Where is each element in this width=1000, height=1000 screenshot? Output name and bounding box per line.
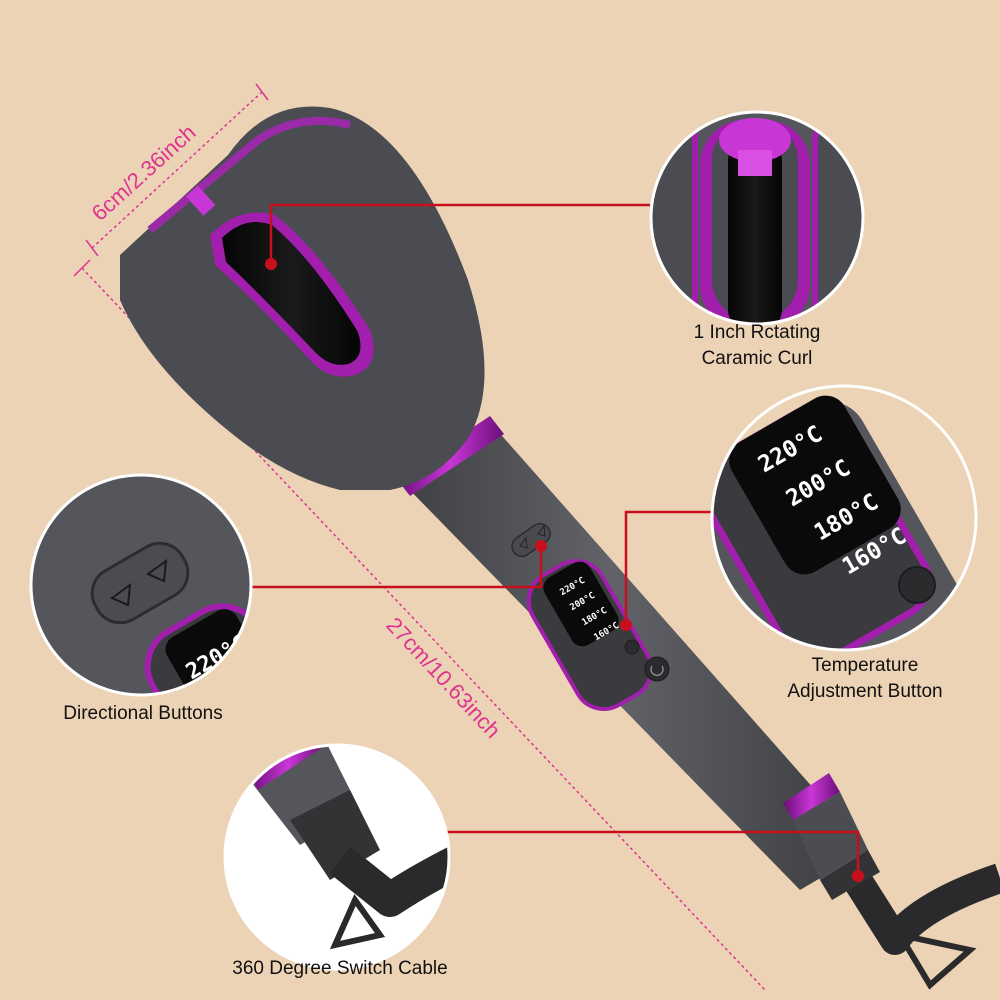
- callout-dots: [265, 258, 864, 882]
- curl-callout-label: 1 Inch Rctating Caramic Curl: [662, 320, 852, 372]
- zoom-temperature: 220°C 200°C 180°C 160°C: [710, 384, 978, 652]
- power-cable: [839, 863, 1000, 990]
- temperature-callout-line2: Adjustment Button: [787, 681, 943, 702]
- zoom-directional: 220°C: [29, 473, 253, 697]
- zoom-curl: [649, 110, 865, 326]
- curl-head: [120, 106, 485, 491]
- length-dimension-label: 27cm/10.63inch: [381, 612, 505, 743]
- control-panel: 220°C 200°C 180°C 160°C: [526, 559, 670, 711]
- power-button[interactable]: [644, 656, 670, 682]
- temperature-button[interactable]: [624, 639, 640, 655]
- cable-callout-label: 360 Degree Switch Cable: [232, 958, 448, 979]
- zoom-cable: [223, 743, 451, 971]
- curl-callout-line2: Caramic Curl: [701, 348, 813, 369]
- temperature-callout-line1: Temperature: [811, 655, 919, 676]
- callout-lines: [248, 203, 860, 876]
- curl-callout-line1: 1 Inch Rctating: [693, 322, 821, 343]
- power-icon: [650, 665, 664, 676]
- temperature-callout-label: Temperature Adjustment Button: [760, 653, 970, 705]
- directional-callout-label: Directional Buttons: [63, 703, 223, 724]
